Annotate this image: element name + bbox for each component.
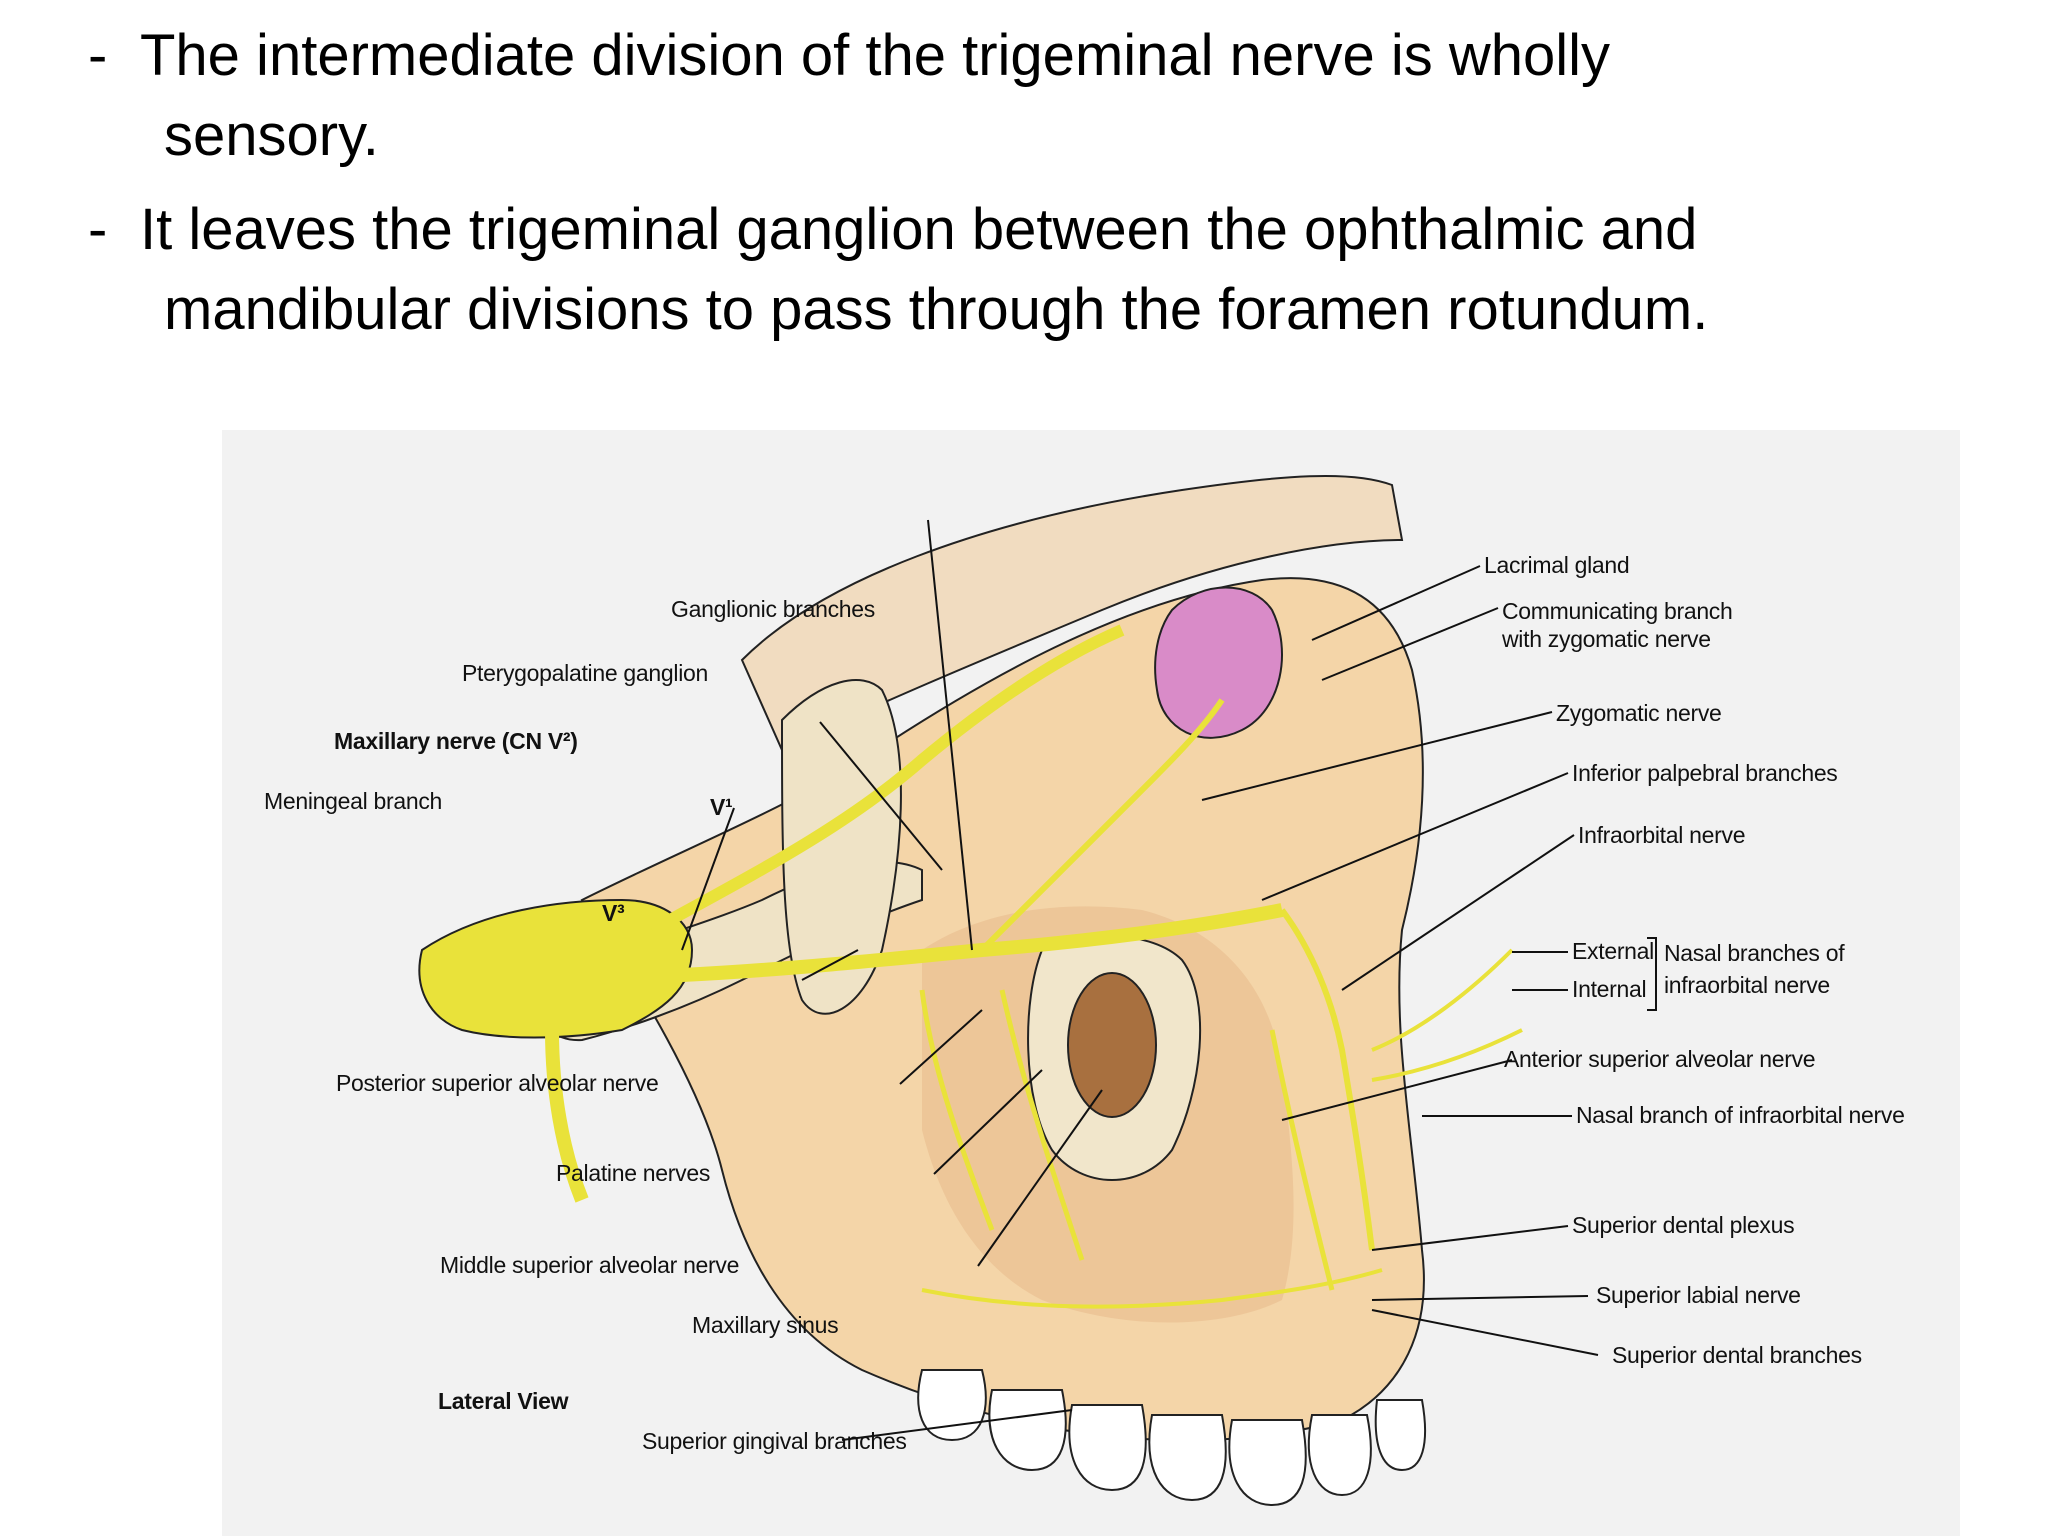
label-meningeal-branch: Meningeal branch (264, 788, 443, 814)
zygomatic-nerve (979, 698, 1225, 953)
maxillary-nerve-illustration (418, 474, 1657, 1507)
bullet-item: - The intermediate division of the trige… (88, 16, 2008, 176)
label-maxillary-sinus: Maxillary sinus (692, 1312, 839, 1338)
label-external: External (1572, 938, 1654, 964)
label-infraorbital-nerve: Infraorbital nerve (1578, 822, 1746, 848)
maxillary-sinus-opening (1067, 972, 1157, 1118)
nasal-bracket (1647, 937, 1657, 1011)
pterygoid-plate (780, 679, 902, 1015)
label-lateral-view: Lateral View (438, 1388, 569, 1414)
bullet-text: It leaves the trigeminal ganglion betwee… (140, 197, 1698, 262)
bullet-item: - It leaves the trigeminal ganglion betw… (88, 190, 2008, 350)
bullet-dash: - (88, 23, 108, 88)
alveolar-nerves (919, 989, 1335, 1291)
label-nasal-branch-infraorbital: Nasal branch of infraorbital nerve (1576, 1102, 1905, 1128)
label-anterior-superior-alveolar: Anterior superior alveolar nerve (1504, 1046, 1816, 1072)
label-superior-gingival-branches: Superior gingival branches (642, 1428, 907, 1454)
label-palatine-nerves: Palatine nerves (556, 1160, 711, 1186)
ophthalmic-nerve (649, 624, 1125, 936)
label-superior-dental-branches: Superior dental branches (1612, 1342, 1862, 1368)
bullet-text-continued: sensory. (164, 103, 379, 168)
label-inferior-palpebral: Inferior palpebral branches (1572, 760, 1838, 786)
label-v1: V¹ (710, 794, 733, 820)
dental-plexus (921, 1268, 1383, 1309)
infraorbital-nerve (1279, 908, 1375, 1251)
label-communicating-branch: Communicating branch (1502, 598, 1733, 624)
label-nasal-branches-2: infraorbital nerve (1664, 972, 1830, 998)
anatomy-figure: Lacrimal gland Communicating branch with… (222, 430, 1960, 1536)
label-zygomatic-nerve: Zygomatic nerve (1556, 700, 1722, 726)
label-pterygopalatine-ganglion: Pterygopalatine ganglion (462, 660, 708, 686)
label-nasal-branches: Nasal branches of (1664, 940, 1845, 966)
leader-lines (681, 519, 1599, 1441)
label-communicating-branch-2: with zygomatic nerve (1502, 626, 1711, 652)
label-ganglionic-branches: Ganglionic branches (671, 596, 875, 622)
nasal-branches (1371, 948, 1523, 1082)
trigeminal-ganglion (418, 898, 694, 1039)
bullet-text: The intermediate division of the trigemi… (140, 23, 1611, 88)
label-internal: Internal (1572, 976, 1647, 1002)
lacrimal-gland (1154, 586, 1283, 739)
orbit-roof-bone (740, 474, 1404, 752)
label-superior-labial-nerve: Superior labial nerve (1596, 1282, 1801, 1308)
label-v3: V³ (602, 900, 625, 926)
label-lacrimal-gland: Lacrimal gland (1484, 552, 1630, 578)
label-superior-dental-plexus: Superior dental plexus (1572, 1212, 1795, 1238)
bullet-list: - The intermediate division of the trige… (88, 16, 2008, 364)
bullet-dash: - (88, 197, 108, 262)
label-middle-superior-alveolar: Middle superior alveolar nerve (440, 1252, 740, 1278)
label-maxillary-nerve: Maxillary nerve (CN V²) (334, 728, 578, 754)
upper-teeth (917, 1369, 1426, 1507)
label-posterior-superior-alveolar: Posterior superior alveolar nerve (336, 1070, 659, 1096)
bullet-text-continued: mandibular divisions to pass through the… (164, 277, 1709, 342)
mandibular-nerve (545, 1029, 589, 1203)
